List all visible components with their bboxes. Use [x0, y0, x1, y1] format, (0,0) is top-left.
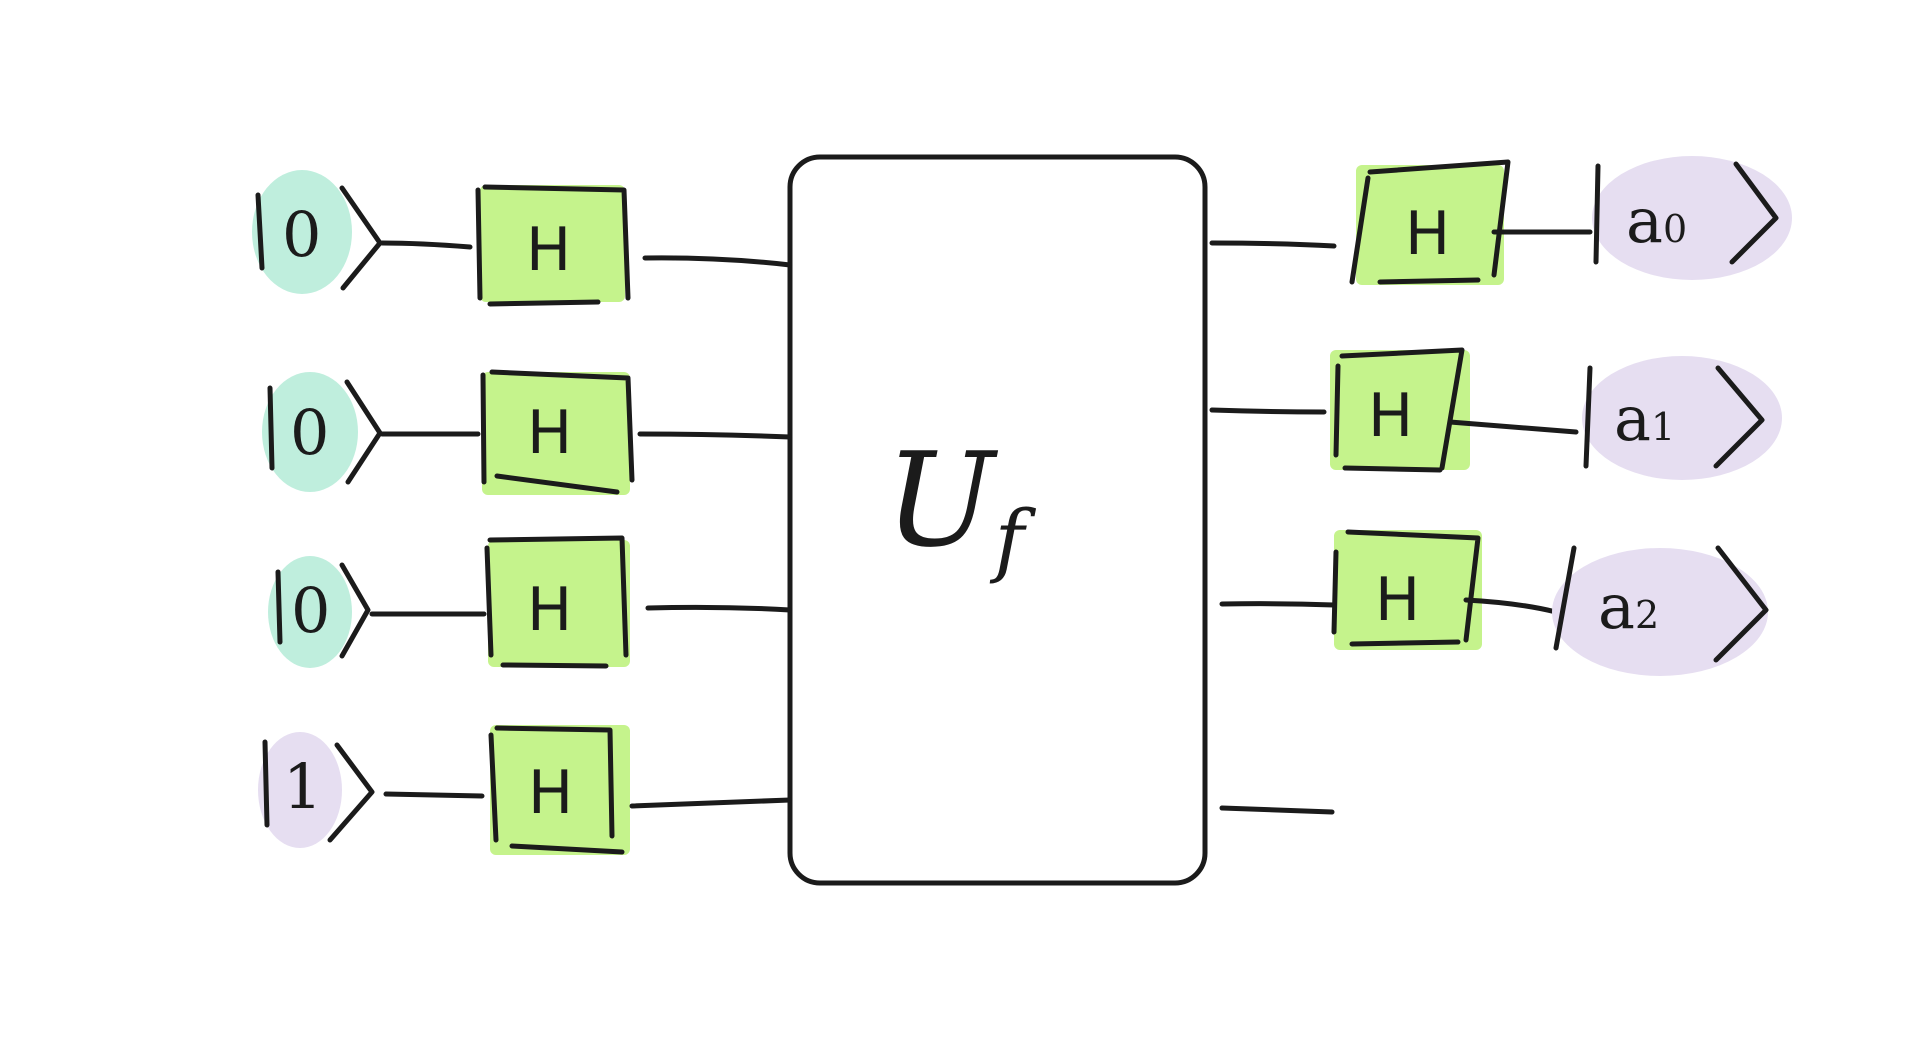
gate-fill	[480, 185, 625, 302]
output-hadamard-gate-2: H	[1330, 347, 1470, 473]
ket-bra-line	[1583, 365, 1593, 469]
wire	[383, 791, 485, 799]
oracle-label: Uf	[885, 424, 1037, 586]
gate-label: H	[528, 758, 573, 828]
gate-fill	[490, 725, 630, 855]
gate-outline	[1333, 347, 1465, 473]
gate-outline	[475, 184, 631, 307]
ket-angle	[1729, 161, 1779, 265]
ket-highlight	[262, 372, 358, 492]
gate-outline	[1349, 159, 1511, 285]
hadamard-gate-3: H	[484, 535, 630, 669]
wire	[1463, 597, 1559, 615]
gate-label: H	[1405, 199, 1450, 269]
gate-outline	[480, 369, 635, 495]
input-qubit-1: 0	[252, 170, 383, 294]
output-state-3: a2	[1552, 545, 1769, 676]
gate-label: H	[527, 398, 572, 468]
wire	[379, 240, 473, 250]
gate-fill	[1330, 350, 1470, 470]
wire	[1447, 419, 1579, 435]
output-highlight	[1552, 548, 1768, 676]
ket-bra-line	[255, 192, 265, 271]
output-symbol: a	[1626, 184, 1663, 257]
gate-label: H	[527, 575, 572, 645]
output-symbol: a	[1614, 382, 1651, 455]
oracle-main-letter: U	[885, 424, 999, 576]
output-label: a1	[1614, 382, 1675, 455]
gate-outline	[488, 725, 625, 855]
hadamard-gate-4: H	[488, 725, 630, 855]
gate-label: H	[1375, 565, 1420, 635]
ket-highlight	[252, 170, 352, 294]
output-label: a0	[1626, 184, 1687, 257]
gate-fill	[1356, 165, 1504, 285]
ket-highlight	[258, 732, 342, 848]
input-qubit-3: 0	[268, 556, 371, 668]
hadamard-gate-1: H	[475, 184, 631, 307]
oracle-box	[787, 154, 1208, 886]
wire	[642, 255, 793, 268]
ket-bra-line	[1593, 163, 1601, 265]
ket-bra-line	[1553, 545, 1577, 651]
output-label: a2	[1598, 570, 1659, 643]
ket-angle	[1713, 545, 1769, 663]
output-state-2: a1	[1582, 356, 1782, 480]
wire	[637, 431, 793, 440]
gate-outline	[484, 535, 629, 669]
ket-angle	[1713, 365, 1765, 469]
gate-label: H	[526, 215, 571, 285]
output-index: 1	[1651, 405, 1675, 449]
gate-fill	[488, 540, 630, 667]
input-qubit-2: 0	[262, 372, 383, 492]
wire	[1209, 407, 1327, 415]
gate-fill	[482, 372, 630, 495]
ket-label: 0	[282, 198, 321, 271]
ket-bra-line	[267, 385, 275, 471]
ket-bra-line	[275, 569, 283, 645]
output-hadamard-gate-1: H	[1349, 159, 1511, 285]
output-highlight	[1582, 356, 1782, 480]
ket-bra-line	[262, 739, 270, 828]
gate-outline	[1331, 529, 1481, 647]
gate-fill	[1334, 530, 1482, 650]
output-hadamard-gate-3: H	[1331, 529, 1482, 650]
output-index: 2	[1635, 593, 1659, 637]
output-state-1: a0	[1592, 156, 1792, 280]
hadamard-gate-2: H	[480, 369, 635, 495]
wire	[1219, 601, 1337, 608]
ket-label: 1	[283, 750, 322, 823]
input-qubit-4: 1	[258, 732, 375, 848]
output-symbol: a	[1598, 570, 1635, 643]
wire	[1209, 240, 1337, 249]
oracle-subscript: f	[990, 493, 1037, 586]
ket-highlight	[268, 556, 352, 668]
ket-angle	[339, 562, 371, 659]
gate-label: H	[1368, 381, 1413, 451]
output-index: 0	[1663, 207, 1687, 251]
wire	[629, 797, 793, 809]
ket-label: 0	[291, 574, 330, 647]
wire	[645, 604, 793, 613]
wire	[1219, 805, 1335, 815]
ket-label: 0	[290, 396, 329, 469]
ket-angle	[327, 742, 375, 843]
output-highlight	[1592, 156, 1792, 280]
